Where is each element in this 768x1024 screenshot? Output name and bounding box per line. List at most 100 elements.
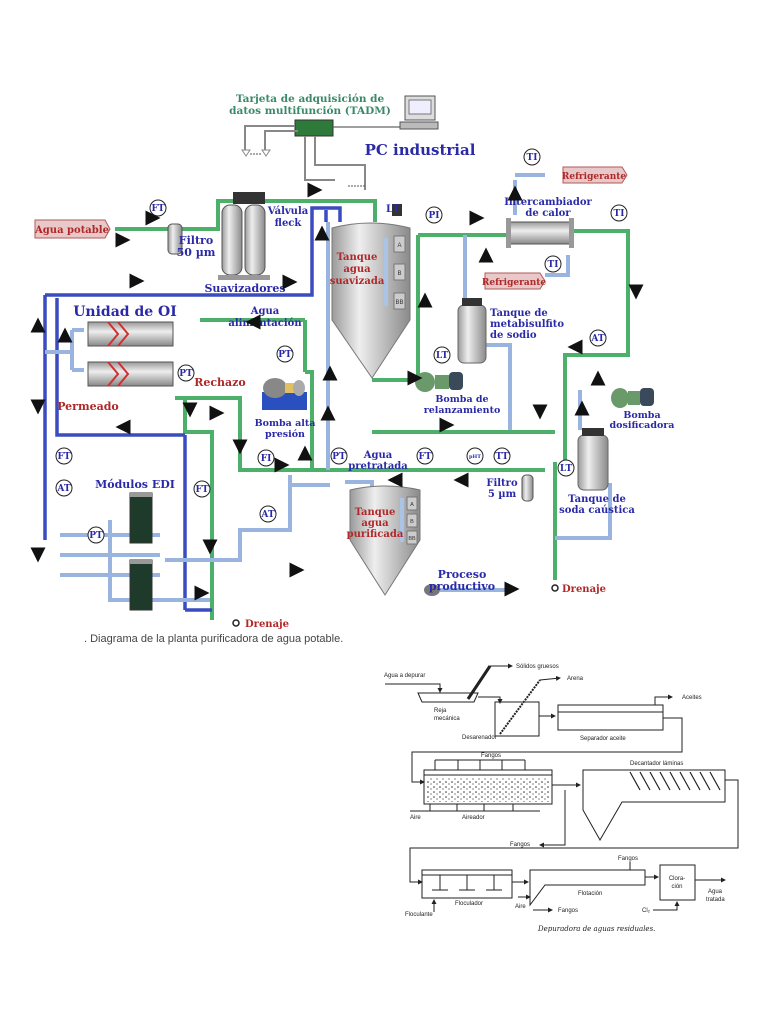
instrument-text: PT	[278, 350, 292, 360]
filter-5-icon	[521, 474, 534, 502]
refrigerante-mid-input: Refrigerante	[482, 272, 546, 290]
agua-tratada-label-2: tratada	[706, 897, 725, 903]
arena-label: Arena	[567, 676, 584, 682]
drain-right-label: Drenaje	[562, 584, 606, 595]
daq-label-1: Tarjeta de adquisición de	[236, 93, 385, 105]
instruments: FT LT PI TI TI TI PT PT LT AT FI PT FT p…	[55, 148, 628, 544]
instrument-text: AT	[260, 510, 274, 520]
soda-label-2: soda caústica	[559, 505, 635, 516]
agua-potable-label: Agua potable	[34, 225, 109, 236]
filtro5-sublabel: 5 µm	[488, 489, 517, 500]
instrument-text: FI	[261, 454, 272, 464]
tank1-label-1: Tanque	[337, 252, 378, 263]
tank2-label-2: agua	[361, 518, 389, 529]
instrument-ft-pre: FT	[416, 447, 434, 465]
tank2-btn-b: B	[410, 519, 414, 525]
instrument-pht: pHT	[466, 447, 484, 465]
pretreated-label-2: pretratada	[348, 461, 408, 472]
tank2-label-1: Tanque	[355, 507, 396, 518]
aireador-label: Aireador	[462, 815, 485, 821]
hp-pump-label-1: Bomba alta	[255, 418, 316, 429]
filtro50-sublabel: 50 µm	[177, 246, 216, 259]
desarenador-shape	[494, 701, 540, 737]
refrigerante-top-label: Refrigerante	[562, 172, 627, 182]
floculador-shape	[421, 869, 513, 899]
instrument-text: PI	[429, 211, 440, 221]
instrument-text: TI	[548, 260, 559, 270]
desarenador-label: Desarenador	[462, 735, 497, 741]
refrigerante-top-output: Refrigerante	[562, 166, 628, 184]
meta-label-3: de sodio	[490, 330, 537, 341]
pretreated-label-1: Agua	[363, 450, 393, 461]
fangos-flot-label: Fangos	[618, 856, 638, 862]
instrument-ft-left: FT	[55, 447, 73, 465]
diagram1-caption: . Diagrama de la planta purificadora de …	[84, 633, 343, 645]
filtro5-label: Filtro	[486, 478, 518, 489]
relaunch-label-1: Bomba de	[435, 394, 488, 405]
instrument-lt-meta: LT	[433, 346, 451, 364]
dosing-label-1: Bomba	[623, 410, 660, 421]
process-label-1: Proceso	[438, 568, 487, 581]
relaunch-label-2: relanzamiento	[424, 405, 501, 416]
suavizadores-label: Suavizadores	[204, 282, 285, 295]
instrument-at-edi: AT	[259, 505, 277, 523]
soda-label-1: Tanque de	[568, 494, 626, 505]
aire1-label: Aire	[410, 815, 421, 821]
filter-50-icon	[167, 223, 183, 255]
reja-label-2: mecánica	[434, 716, 460, 722]
instrument-pt-pre: PT	[330, 447, 348, 465]
instrument-fi: FI	[257, 449, 275, 467]
instrument-text: LT	[436, 351, 449, 361]
instrument-pt-oi: PT	[177, 364, 195, 382]
floculante-label: Floculante	[405, 912, 433, 918]
edi-modules	[129, 492, 153, 611]
drain-left-label: Drenaje	[245, 619, 289, 630]
separador-shape	[557, 704, 664, 731]
instrument-text: TI	[614, 209, 625, 219]
lt-suav-label: LT	[386, 204, 400, 215]
instrument-pt-edi: PT	[87, 526, 105, 544]
tank2-btn-bb: BB	[408, 536, 416, 542]
decantador-shape	[582, 769, 726, 842]
instrument-text: PT	[332, 452, 346, 462]
solidos-label: Sólidos gruesos	[516, 664, 559, 670]
meta-label-2: metabisulfito	[490, 319, 564, 330]
high-pressure-pump	[262, 378, 307, 410]
daq-label-2: datos multifunción (TADM)	[229, 105, 391, 117]
purified-water-tank: A B BB	[349, 485, 440, 596]
meta-label-1: Tanque de	[490, 308, 548, 319]
daq-card: Tarjeta de adquisición de datos multifun…	[229, 93, 400, 190]
instrument-text: AT	[56, 484, 70, 494]
dosing-label-2: dosificadora	[610, 420, 675, 431]
instrument-pi: PI	[425, 206, 443, 224]
light-blue-pipes	[45, 173, 612, 602]
filtro50-label: Filtro	[179, 234, 213, 247]
ro-membranes	[87, 321, 174, 387]
tank1-label-3: suavizada	[330, 276, 385, 287]
instrument-text: PT	[89, 531, 103, 541]
softener-tanks	[218, 192, 270, 280]
agua-potable-input: Agua potable	[34, 219, 111, 239]
instrument-ft-edi: FT	[193, 480, 211, 498]
permeado-label: Permeado	[57, 400, 119, 413]
wastewater-diagram: Agua a depurar Sólidos gruesos Reja mecá…	[384, 663, 739, 933]
exchanger-label-2: de calor	[525, 208, 571, 219]
drain-right-icon	[551, 584, 559, 592]
fangos-top-label: Fangos	[481, 753, 501, 759]
reja-mecanica-shape	[417, 692, 479, 703]
flotacion-shape	[529, 869, 646, 907]
agua-depurar-label: Agua a depurar	[384, 673, 425, 679]
hp-pump-label-2: presión	[265, 429, 305, 440]
diagram2-caption: Depuradora de aguas residuales.	[537, 925, 655, 933]
instrument-ti-right: TI	[610, 204, 628, 222]
instrument-at-right: AT	[589, 329, 607, 347]
instrument-text: AT	[590, 334, 604, 344]
cl2-label: Cl₂	[642, 908, 651, 914]
instrument-tt: TT	[493, 447, 511, 465]
agua-tratada-label-1: Agua	[708, 889, 723, 895]
valvula-label: Válvula	[267, 206, 309, 217]
tank2-label-3: purificada	[347, 529, 404, 540]
fangos-bottom-label: Fangos	[558, 908, 578, 914]
aire2-label: Aire	[515, 904, 526, 910]
cloracion-label-2: ción	[671, 884, 682, 890]
